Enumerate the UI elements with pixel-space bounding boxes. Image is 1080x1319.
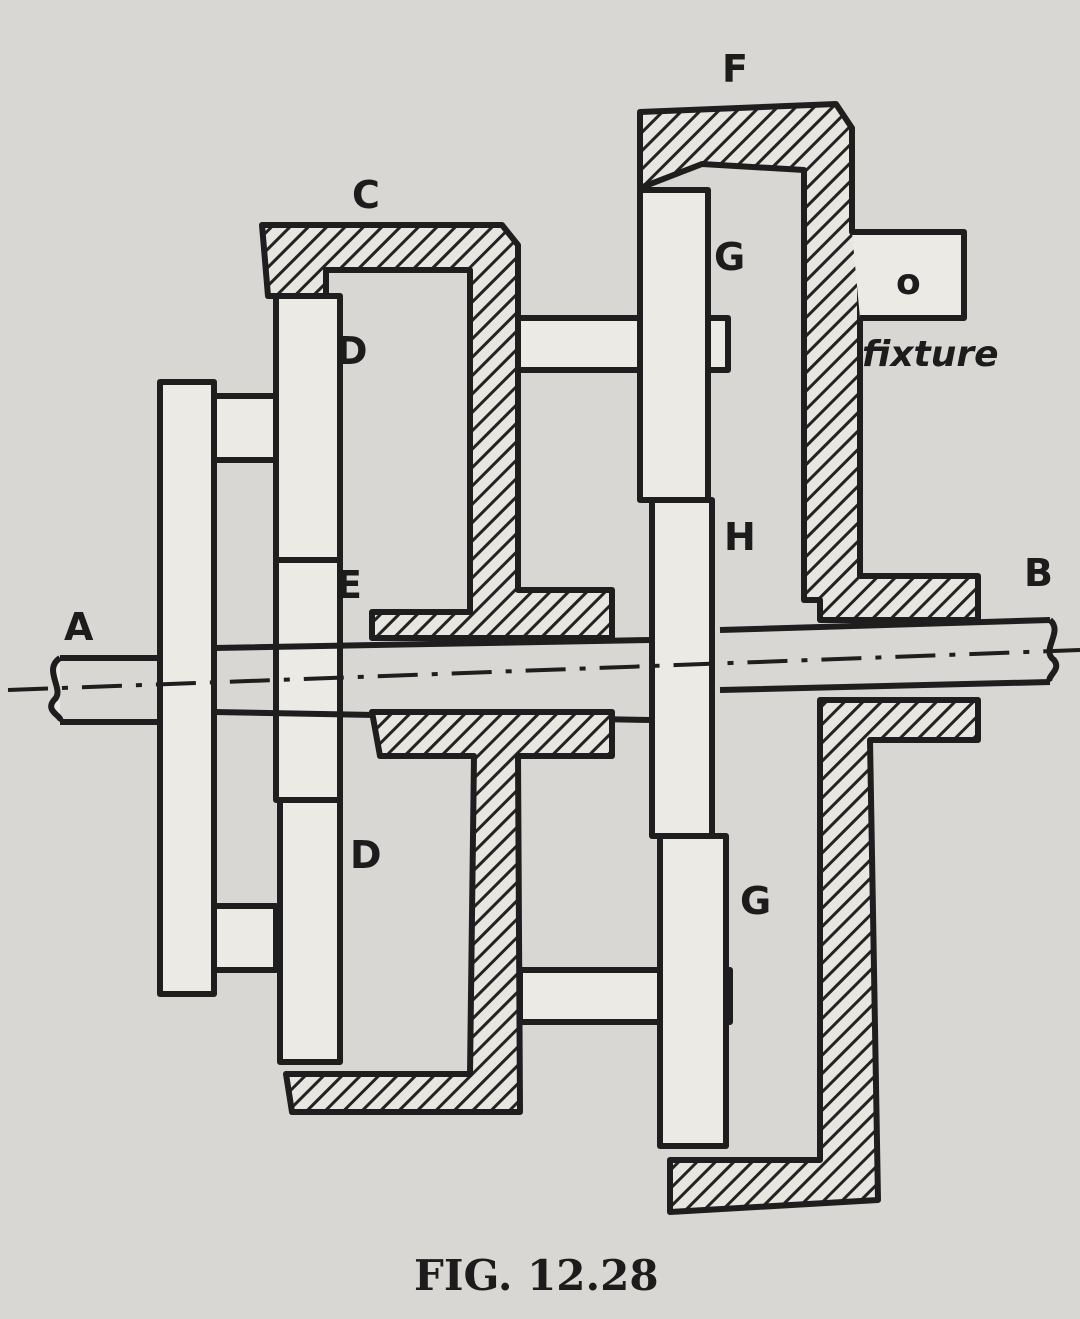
planet-d-upper: [273, 293, 343, 563]
pin-d-lower: [211, 903, 279, 973]
label-f: F: [722, 47, 748, 91]
gear-h: [649, 497, 715, 839]
label-a: A: [64, 605, 94, 649]
fixture-lug: [852, 229, 967, 321]
shaft-b: [719, 617, 1060, 693]
label-fixture: fixture: [862, 334, 999, 375]
label-d-bottom: D: [350, 833, 382, 877]
figure-caption: FIG. 12.28: [414, 1251, 659, 1300]
casing-c-lower: [283, 709, 615, 1115]
label-d-top: D: [336, 329, 368, 373]
shaft-a: [48, 655, 160, 725]
label-e: E: [336, 563, 362, 607]
label-c: C: [352, 173, 380, 217]
centre-line: [7, 648, 1080, 692]
pin-d-upper: [211, 393, 279, 463]
gear-f-lower: [667, 697, 981, 1215]
arm-left: [157, 379, 217, 997]
casing-c: [259, 222, 615, 641]
label-g-top: G: [714, 235, 745, 279]
arm-right: [637, 187, 711, 503]
label-fixture-hole: o: [896, 262, 921, 303]
label-h: H: [724, 515, 756, 559]
label-b: B: [1024, 551, 1053, 595]
planet-d-lower: [277, 797, 343, 1065]
label-g-bottom: G: [740, 879, 771, 923]
arm-right-lower: [657, 833, 729, 1149]
